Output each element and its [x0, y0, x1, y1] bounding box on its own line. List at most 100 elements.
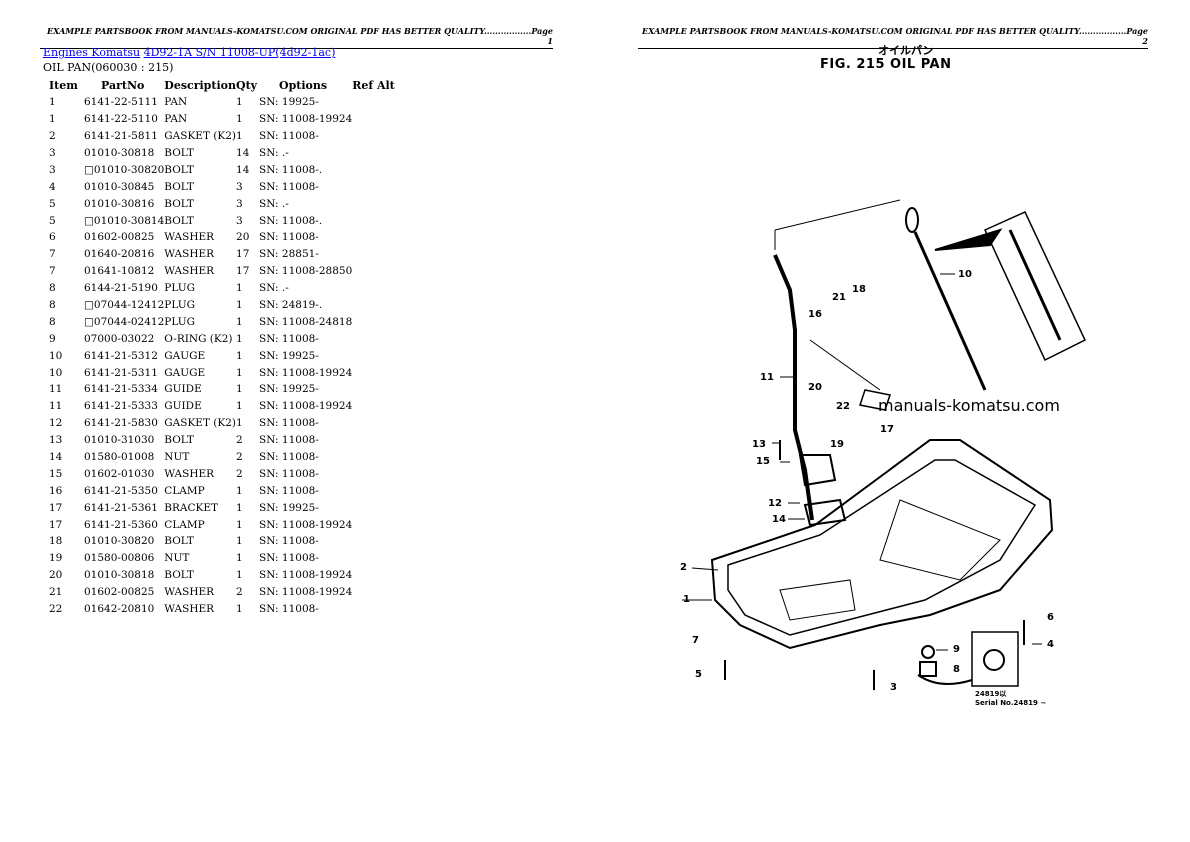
- cell-partno: 01580-00806: [84, 552, 155, 565]
- cell-ref-alt: [352, 550, 402, 567]
- cell-ref-alt: [352, 482, 402, 499]
- callout-9: 9: [953, 644, 960, 655]
- cell-ref-alt: [352, 313, 402, 330]
- plug-note-jp: 24819以: [975, 690, 1007, 698]
- breadcrumb: Engines Komatsu 4D92-1A S/N 11008-UP(4d9…: [43, 46, 335, 59]
- cell-description: PLUG: [164, 299, 195, 312]
- cell-options: SN: 28851-: [259, 248, 319, 261]
- callout-2: 2: [680, 562, 687, 573]
- callout-21: 21: [832, 292, 846, 303]
- cell-partno: 01010-30816: [84, 197, 155, 210]
- cell-item: 8: [49, 282, 56, 295]
- cell-options: SN: .-: [259, 197, 289, 210]
- callout-12: 12: [768, 498, 782, 509]
- cell-partno: 01602-00825: [84, 586, 155, 599]
- cell-ref-alt: [352, 533, 402, 550]
- cell-options: SN: 11008-: [259, 332, 319, 345]
- cell-qty: 3: [236, 197, 243, 210]
- cell-qty: 1: [236, 130, 243, 143]
- breadcrumb-link-engines[interactable]: Engines Komatsu: [43, 46, 141, 59]
- cell-qty: 1: [236, 366, 243, 379]
- section-title: OIL PAN(060030 : 215): [43, 61, 174, 74]
- dipstick-detail-box: [984, 211, 1086, 362]
- dipstick-guide: [773, 254, 814, 521]
- callout-6: 6: [1047, 612, 1054, 623]
- cell-options: SN: 11008-28850: [259, 265, 353, 278]
- cell-description: BOLT: [164, 163, 194, 176]
- cell-qty: 1: [236, 299, 243, 312]
- plug-note-serial: Serial No.24819 ~: [975, 699, 1047, 707]
- cell-partno: 6141-21-5311: [84, 366, 158, 379]
- cell-options: SN: 11008-: [259, 603, 319, 616]
- cell-ref-alt: [352, 449, 402, 466]
- cell-qty: 14: [236, 163, 250, 176]
- cell-options: SN: 24819-.: [259, 299, 323, 312]
- cell-qty: 1: [236, 518, 243, 531]
- cell-qty: 3: [236, 180, 243, 193]
- cell-description: BOLT: [164, 535, 194, 548]
- cell-description: WASHER: [164, 467, 215, 480]
- cell-ref-alt: [352, 195, 402, 212]
- cell-partno: 01640-20816: [84, 248, 155, 261]
- breadcrumb-link-model[interactable]: 4D92-1A S/N 11008-UP(4d92-1ac): [143, 46, 336, 59]
- cell-description: GUIDE: [164, 400, 202, 413]
- cell-item: 5: [49, 214, 56, 227]
- cell-partno: 01010-31030: [84, 434, 155, 447]
- cell-ref-alt: [352, 567, 402, 584]
- callout-10: 10: [958, 269, 972, 280]
- cell-description: WASHER: [164, 603, 215, 616]
- col-item: Item: [49, 78, 78, 92]
- cell-description: CLAMP: [164, 484, 205, 497]
- callout-16: 16: [808, 309, 822, 320]
- cell-options: SN: 11008-: [259, 484, 319, 497]
- col-options: Options: [279, 78, 328, 92]
- cell-item: 11: [49, 383, 63, 396]
- cell-options: SN: 11008-24818: [259, 315, 353, 328]
- cell-ref-alt: [352, 330, 402, 347]
- cell-ref-alt: [352, 128, 402, 145]
- cell-qty: 2: [236, 467, 243, 480]
- cell-ref-alt: [352, 246, 402, 263]
- cell-partno: 01010-30818: [84, 569, 155, 582]
- cell-partno: □07044-02412: [84, 315, 165, 328]
- cell-description: PAN: [164, 96, 188, 109]
- cell-qty: 1: [236, 535, 243, 548]
- cell-qty: 1: [236, 400, 243, 413]
- cell-options: SN: 11008-19924: [259, 586, 353, 599]
- cell-description: PAN: [164, 113, 188, 126]
- cell-options: SN: 11008-19924: [259, 400, 353, 413]
- cell-item: 5: [49, 197, 56, 210]
- callout-4: 4: [1047, 639, 1054, 650]
- cell-item: 20: [49, 569, 63, 582]
- cell-ref-alt: [352, 161, 402, 178]
- cell-ref-alt: [352, 280, 402, 297]
- cell-item: 9: [49, 332, 56, 345]
- cell-qty: 1: [236, 96, 243, 109]
- cell-ref-alt: [352, 415, 402, 432]
- cell-partno: □07044-12412: [84, 299, 165, 312]
- cell-qty: 1: [236, 349, 243, 362]
- cell-description: BRACKET: [164, 501, 219, 514]
- cell-item: 7: [49, 265, 56, 278]
- cell-description: WASHER: [164, 265, 215, 278]
- cell-partno: 6141-21-5811: [84, 130, 158, 143]
- col-qty: Qty: [236, 78, 258, 92]
- cell-options: SN: .-: [259, 282, 289, 295]
- cell-ref-alt: [352, 499, 402, 516]
- cell-description: BOLT: [164, 569, 194, 582]
- cell-options: SN: 11008-19924: [259, 366, 353, 379]
- cell-qty: 1: [236, 383, 243, 396]
- cell-description: PLUG: [164, 315, 195, 328]
- cell-options: SN: 19925-: [259, 501, 319, 514]
- cell-options: SN: 11008-: [259, 535, 319, 548]
